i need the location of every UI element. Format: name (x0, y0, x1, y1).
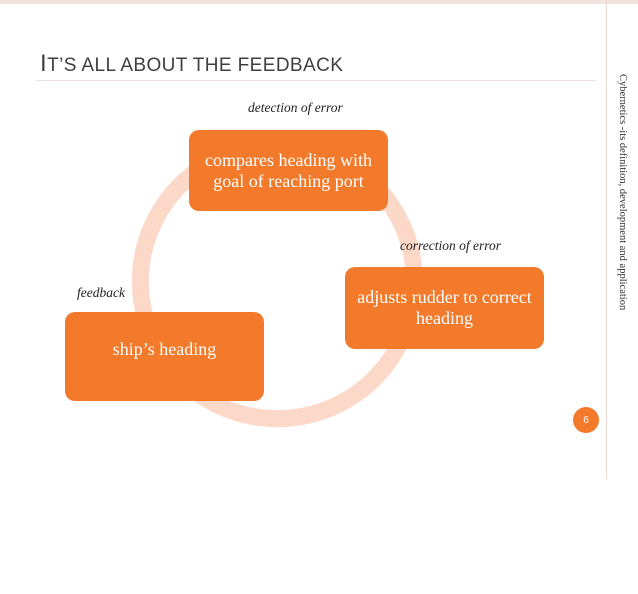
node-adjust-rudder-label: adjusts rudder to correct heading (357, 287, 532, 328)
side-divider (606, 0, 607, 479)
title-initial: I (40, 50, 48, 77)
node-compare-heading-label: compares heading with goal of reaching p… (205, 149, 372, 191)
node-ship-heading: ship’s heading (65, 312, 264, 401)
side-caption: Cybernetics -its definition, development… (617, 74, 628, 311)
cycle-arrow (131, 136, 423, 428)
annotation-feedback: feedback (77, 285, 125, 300)
title-text: T’S ALL ABOUT THE FEEDBACK (47, 55, 344, 76)
slide-title: IT’S ALL ABOUT THE FEEDBACK (40, 50, 343, 78)
node-ship-heading-label: ship’s heading (112, 339, 217, 359)
annotation-correction: correction of error (400, 238, 501, 253)
node-compare-heading: compares heading with goal of reaching p… (189, 130, 388, 211)
node-adjust-rudder: adjusts rudder to correct heading (345, 267, 544, 349)
title-divider (36, 80, 596, 81)
annotation-detection: detection of error (248, 100, 343, 115)
page-number-badge: 6 (573, 407, 599, 433)
top-border (0, 0, 638, 4)
